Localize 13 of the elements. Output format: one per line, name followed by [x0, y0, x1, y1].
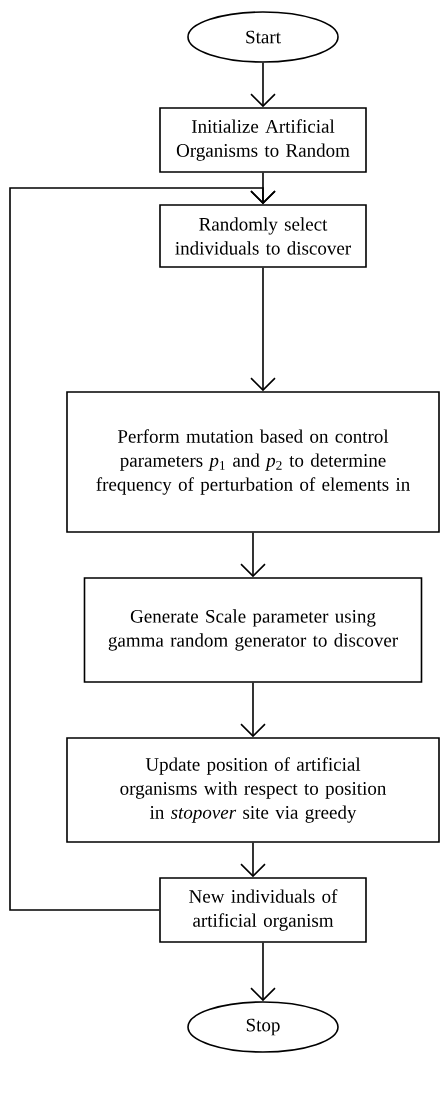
arrow — [250, 267, 276, 392]
process-box: Generate Scale parameter using gamma random generator to discover — [83, 577, 423, 683]
arrow — [9, 187, 276, 911]
process-box: Update position of artificial organisms with respect to position in stopover site via greedy — [66, 737, 440, 843]
process-box: Initialize Artificial Organisms to Random — [159, 107, 367, 173]
arrow — [240, 682, 266, 738]
arrow — [240, 532, 266, 578]
process-box: New individuals of artificial organism — [159, 877, 367, 943]
arrow — [240, 842, 266, 878]
process-box: Perform mutation based on control parameters p$_{1}$ and p$_{2}$ to determine frequency of perturbation of elements in — [66, 391, 440, 533]
arrow — [250, 942, 276, 1002]
arrow — [250, 62, 276, 108]
process-box: Randomly select individuals to discover — [159, 204, 367, 268]
